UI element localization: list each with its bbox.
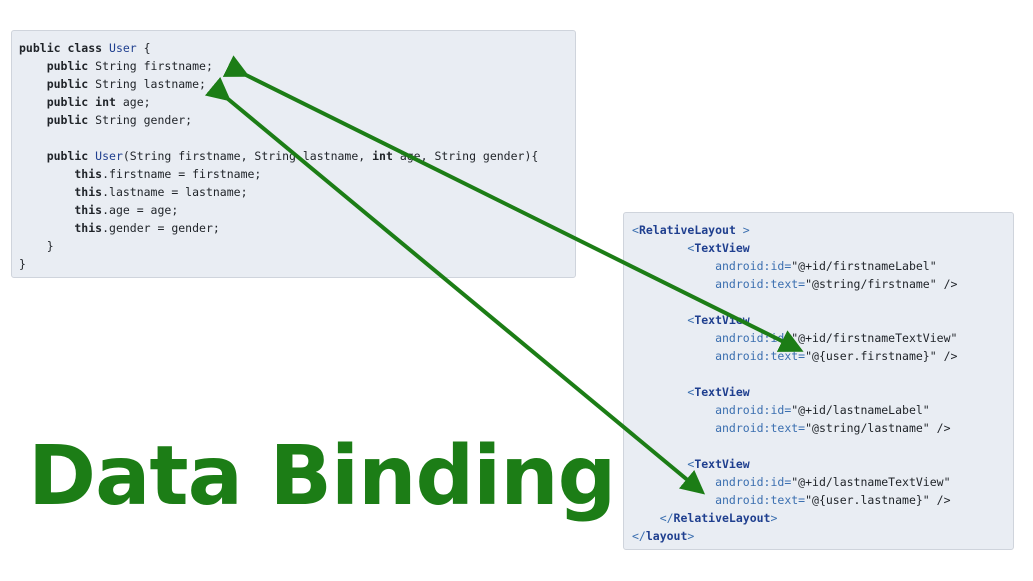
code-token: layout: [645, 529, 688, 543]
code-token: String firstname;: [95, 59, 213, 73]
code-token: this: [19, 203, 103, 217]
code-token: }: [19, 239, 54, 253]
code-token: TextView: [694, 457, 750, 471]
code-token: public: [19, 77, 96, 91]
code-token: >: [770, 511, 778, 525]
code-token: </: [632, 511, 674, 525]
code-line: android:text="@{user.firstname}" />: [632, 347, 1005, 365]
code-token: User: [109, 41, 137, 55]
code-token: this: [19, 185, 103, 199]
code-line: android:id="@+id/lastnameTextView": [632, 473, 1005, 491]
code-token: public: [19, 59, 96, 73]
code-line: this.age = age;: [19, 201, 568, 219]
code-token: android:text=: [632, 493, 806, 507]
code-token: {: [136, 41, 151, 55]
code-token: "@string/lastname" />: [805, 421, 951, 435]
code-token: public: [19, 113, 96, 127]
code-token: User: [95, 149, 123, 163]
code-token: public int: [19, 95, 123, 109]
code-token: "@+id/lastnameLabel": [791, 403, 930, 417]
code-token: android:id=: [632, 475, 792, 489]
code-token: android:id=: [632, 403, 792, 417]
code-token: .age = age;: [102, 203, 179, 217]
code-token: public class: [19, 41, 110, 55]
code-token: "@+id/lastnameTextView": [791, 475, 951, 489]
code-token: android:text=: [632, 421, 806, 435]
code-token: String gender;: [95, 113, 193, 127]
code-token: "@{user.lastname}" />: [805, 493, 951, 507]
code-line: android:text="@{user.lastname}" />: [632, 491, 1005, 509]
firstname-binding-arrow: [222, 55, 804, 352]
code-token: this: [19, 221, 103, 235]
code-token: >: [687, 529, 695, 543]
code-line: public class User {: [19, 39, 568, 57]
code-line: public int age;: [19, 93, 568, 111]
code-token: </: [632, 529, 646, 543]
code-line: </RelativeLayout>: [632, 509, 1005, 527]
code-token: "@+id/firstnameLabel": [791, 259, 937, 273]
code-token: android:text=: [632, 349, 806, 363]
code-line: </layout>: [632, 527, 1005, 545]
code-token: public: [19, 149, 96, 163]
lastname-binding-arrow: [204, 76, 706, 495]
code-line: public String firstname;: [19, 57, 568, 75]
code-token: "@{user.firstname}" />: [805, 349, 958, 363]
code-token: String lastname;: [95, 77, 206, 91]
code-line: }: [19, 237, 568, 255]
code-line: public String gender;: [19, 111, 568, 129]
code-token: }: [19, 257, 26, 271]
code-line: public String lastname;: [19, 75, 568, 93]
code-line: }: [19, 255, 568, 273]
code-line: android:text="@string/lastname" />: [632, 419, 1005, 437]
code-token: age;: [122, 95, 151, 109]
code-token: this: [19, 167, 103, 181]
code-token: "@+id/firstnameTextView": [791, 331, 958, 345]
code-token: TextView: [694, 385, 750, 399]
code-line: android:id="@+id/lastnameLabel": [632, 401, 1005, 419]
code-token: RelativeLayout: [673, 511, 771, 525]
code-token: "@string/firstname" />: [805, 277, 958, 291]
